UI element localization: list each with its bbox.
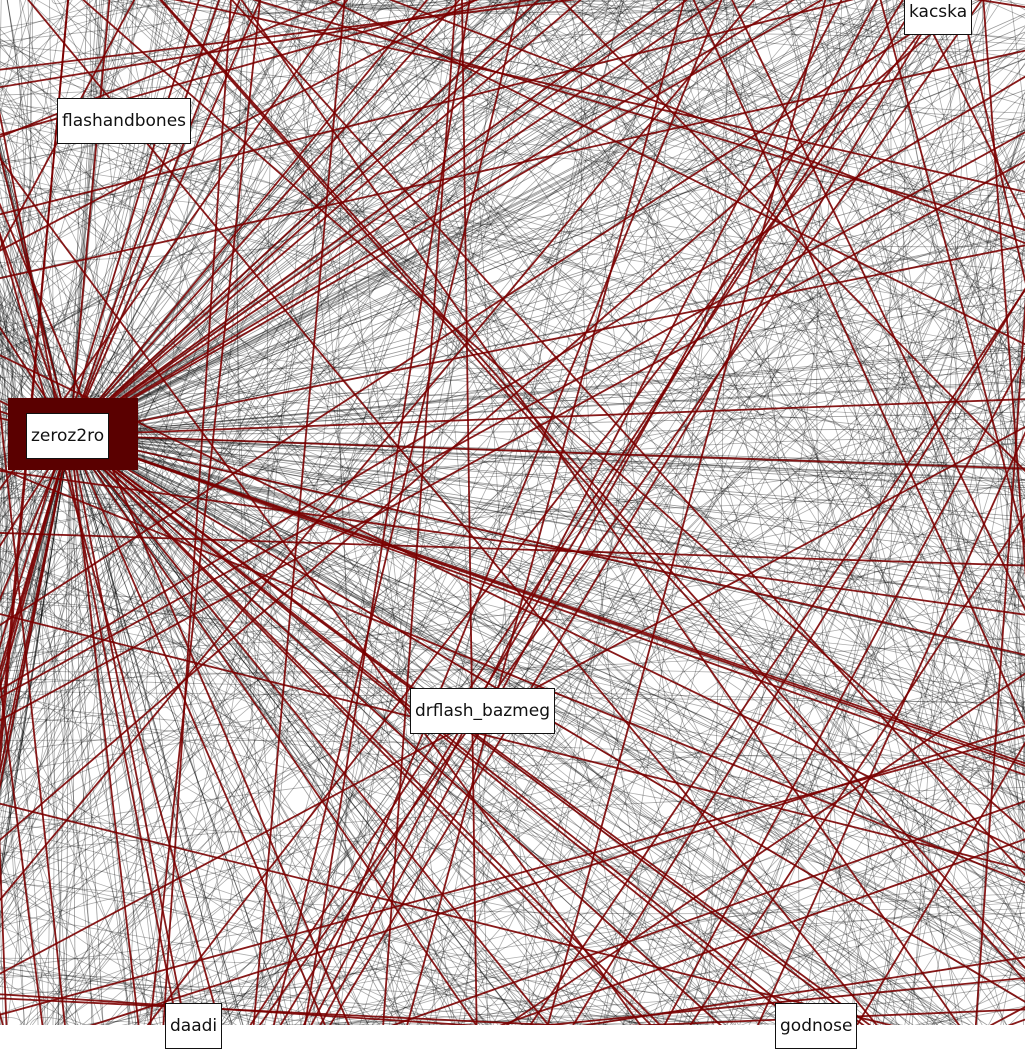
node-label-kacska[interactable]: kacska <box>904 0 972 35</box>
node-label-daadi[interactable]: daadi <box>165 1003 222 1049</box>
network-graph <box>0 0 1025 1025</box>
node-label-drflash-bazmeg[interactable]: drflash_bazmeg <box>410 688 555 734</box>
node-label-flashandbones[interactable]: flashandbones <box>57 98 191 144</box>
node-label-godnose[interactable]: godnose <box>775 1003 857 1049</box>
node-label-zeroz2ro[interactable]: zeroz2ro <box>26 413 109 459</box>
